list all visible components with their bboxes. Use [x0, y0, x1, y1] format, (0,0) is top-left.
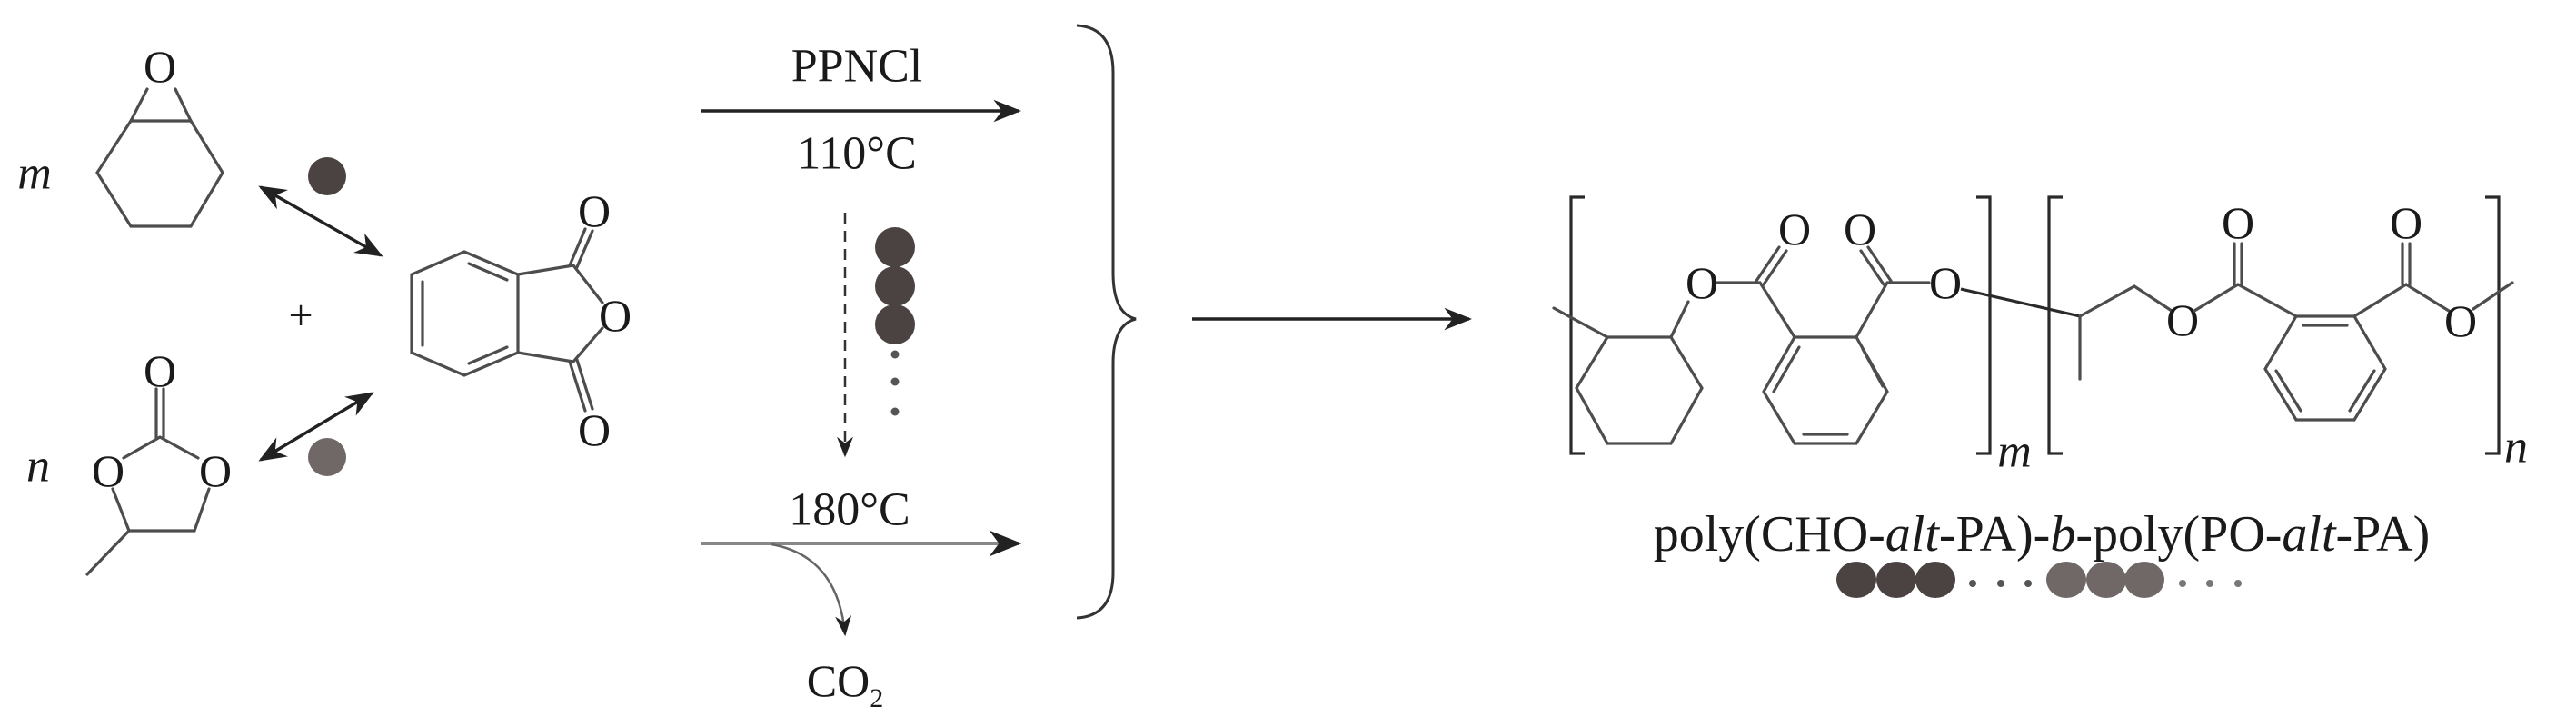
carbonyl-oxygen-4: O — [2390, 197, 2422, 248]
block-copolymer-structure: O O O O O O O O — [1552, 195, 2514, 455]
phthalic-anhydride: O O O — [410, 185, 632, 455]
carbonyl-oxygen-2: O — [1844, 204, 1876, 254]
temperature-step1: 110°C — [797, 128, 917, 180]
co2-release-arrow — [771, 543, 852, 637]
double-arrow-carbonate — [258, 392, 374, 462]
ester-oxygen-4: O — [2444, 295, 2477, 346]
carbonate-ring-oxygen-left: O — [92, 445, 124, 496]
cho-unit-dot — [308, 157, 346, 195]
carbonyl-oxygen-3: O — [2222, 197, 2254, 248]
ester-oxygen-1: O — [1686, 257, 1718, 308]
propylene-carbonate: O O O — [85, 345, 232, 576]
repeat-subscript-n: n — [2504, 422, 2528, 473]
plus-sign: + — [288, 292, 313, 340]
anhydride-oxygen-top: O — [578, 185, 611, 236]
block-copolymer-dots — [1836, 562, 2242, 598]
byproduct-co2: CO2 — [807, 655, 883, 713]
anhydride-oxygen-bottom: O — [578, 404, 611, 455]
combining-brace — [1076, 24, 1137, 620]
carbonyl-oxygen-1: O — [1778, 204, 1811, 254]
temperature-step2: 180°C — [789, 484, 910, 536]
product-name: poly(CHO-alt-PA)-b-poly(PO-alt-PA) — [1654, 506, 2431, 563]
ester-oxygen-3: O — [2166, 294, 2199, 345]
chain-growth-dots — [875, 227, 915, 416]
cyclohexene-oxide: O — [95, 41, 224, 228]
repeat-subscript-m: m — [1997, 426, 2032, 478]
carbonate-coefficient: n — [26, 441, 50, 493]
anhydride-ring-oxygen: O — [599, 290, 632, 341]
epoxide-coefficient: m — [17, 148, 52, 200]
double-arrow-epoxide — [258, 185, 383, 257]
epoxide-oxygen: O — [144, 41, 176, 92]
po-unit-dot — [308, 438, 346, 476]
carbonate-ring-oxygen-right: O — [199, 445, 232, 496]
carbonate-carbonyl-oxygen: O — [144, 345, 176, 396]
ester-oxygen-2: O — [1929, 257, 1962, 308]
catalyst-label: PPNCl — [791, 41, 923, 93]
